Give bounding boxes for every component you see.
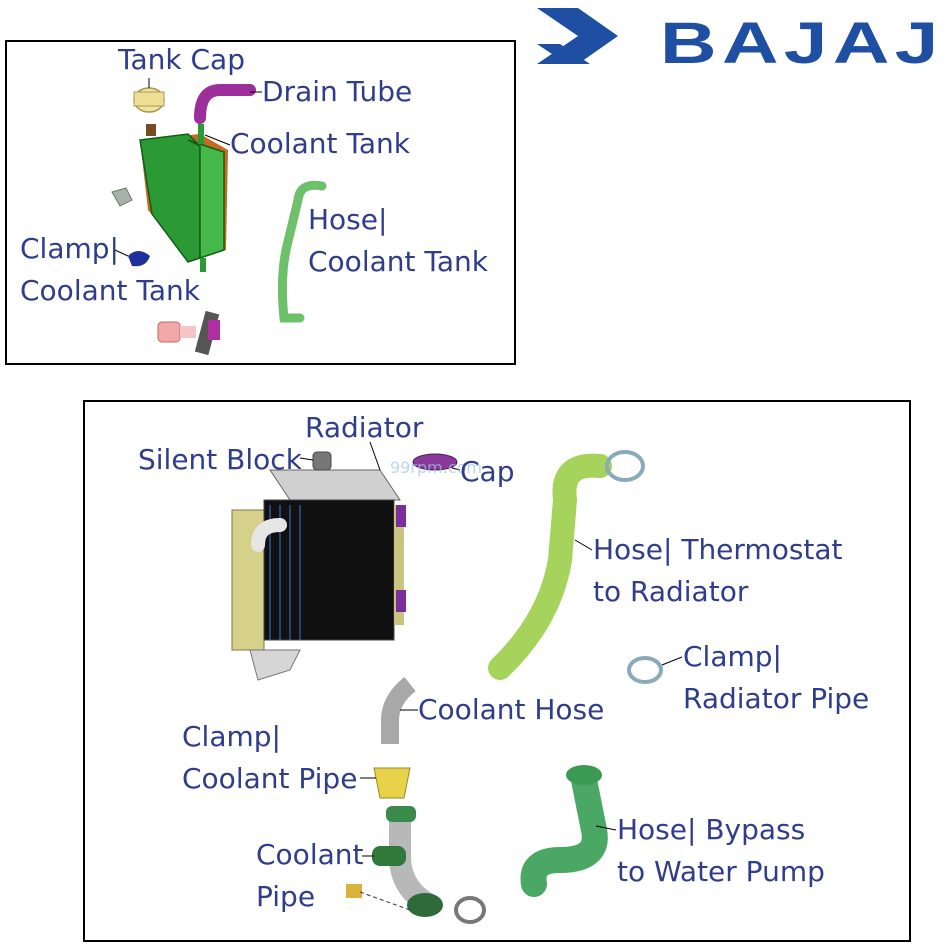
- label-coolant-hose: Coolant Hose: [418, 693, 605, 726]
- label-clamp-coolant-tank-2: Coolant Tank: [20, 274, 200, 307]
- brand-name: BAJAJ: [660, 11, 944, 76]
- label-clamp-radiator-pipe-1: Clamp|: [683, 640, 782, 673]
- hose-bypass-part: [520, 767, 608, 897]
- coolant-hose-part: [381, 676, 416, 744]
- label-coolant-pipe-1: Coolant: [256, 838, 364, 871]
- watermark: 99rpm.com: [390, 458, 482, 477]
- clamp-coolant-tank-part: [128, 251, 150, 267]
- label-coolant-tank: Coolant Tank: [230, 127, 410, 160]
- bolt-bracket-part: [157, 310, 220, 356]
- coolant-pipe-part: [346, 806, 486, 924]
- clamp-top-part: [605, 450, 645, 482]
- radiator-part: [231, 469, 406, 681]
- small-clip-part: [111, 187, 133, 207]
- label-clamp-coolant-tank-1: Clamp|: [20, 232, 119, 265]
- label-cap: Cap: [460, 455, 515, 488]
- label-hose-coolant-tank-2: Coolant Tank: [308, 245, 488, 278]
- label-radiator: Radiator: [305, 411, 424, 444]
- drain-tube-part: [194, 84, 256, 124]
- coolant-tank-panel: [5, 40, 516, 365]
- silent-block-part: [312, 451, 332, 471]
- radiator-cap-part: [412, 453, 458, 471]
- label-tank-cap: Tank Cap: [118, 43, 245, 76]
- label-clamp-coolant-pipe-2: Coolant Pipe: [182, 762, 358, 795]
- coolant-tank-part: [139, 124, 228, 272]
- label-silent-block: Silent Block: [138, 443, 302, 476]
- hose-coolant-tank-part: [277, 180, 327, 323]
- label-coolant-pipe-2: Pipe: [256, 880, 316, 913]
- label-hose-bypass-2: to Water Pump: [617, 855, 825, 888]
- label-hose-coolant-tank-1: Hose|: [308, 203, 388, 236]
- label-hose-bypass-1: Hose| Bypass: [617, 813, 806, 846]
- label-drain-tube: Drain Tube: [262, 75, 413, 108]
- hose-thermostat-part: [488, 453, 612, 680]
- clamp-radiator-pipe-part: [627, 656, 663, 684]
- clamp-coolant-pipe-part: [373, 767, 411, 799]
- label-hose-thermostat-2: to Radiator: [593, 575, 749, 608]
- tank-cap-part: [133, 87, 165, 113]
- label-clamp-radiator-pipe-2: Radiator Pipe: [683, 682, 870, 715]
- label-hose-thermostat-1: Hose| Thermostat: [593, 533, 843, 566]
- label-clamp-coolant-pipe-1: Clamp|: [182, 720, 281, 753]
